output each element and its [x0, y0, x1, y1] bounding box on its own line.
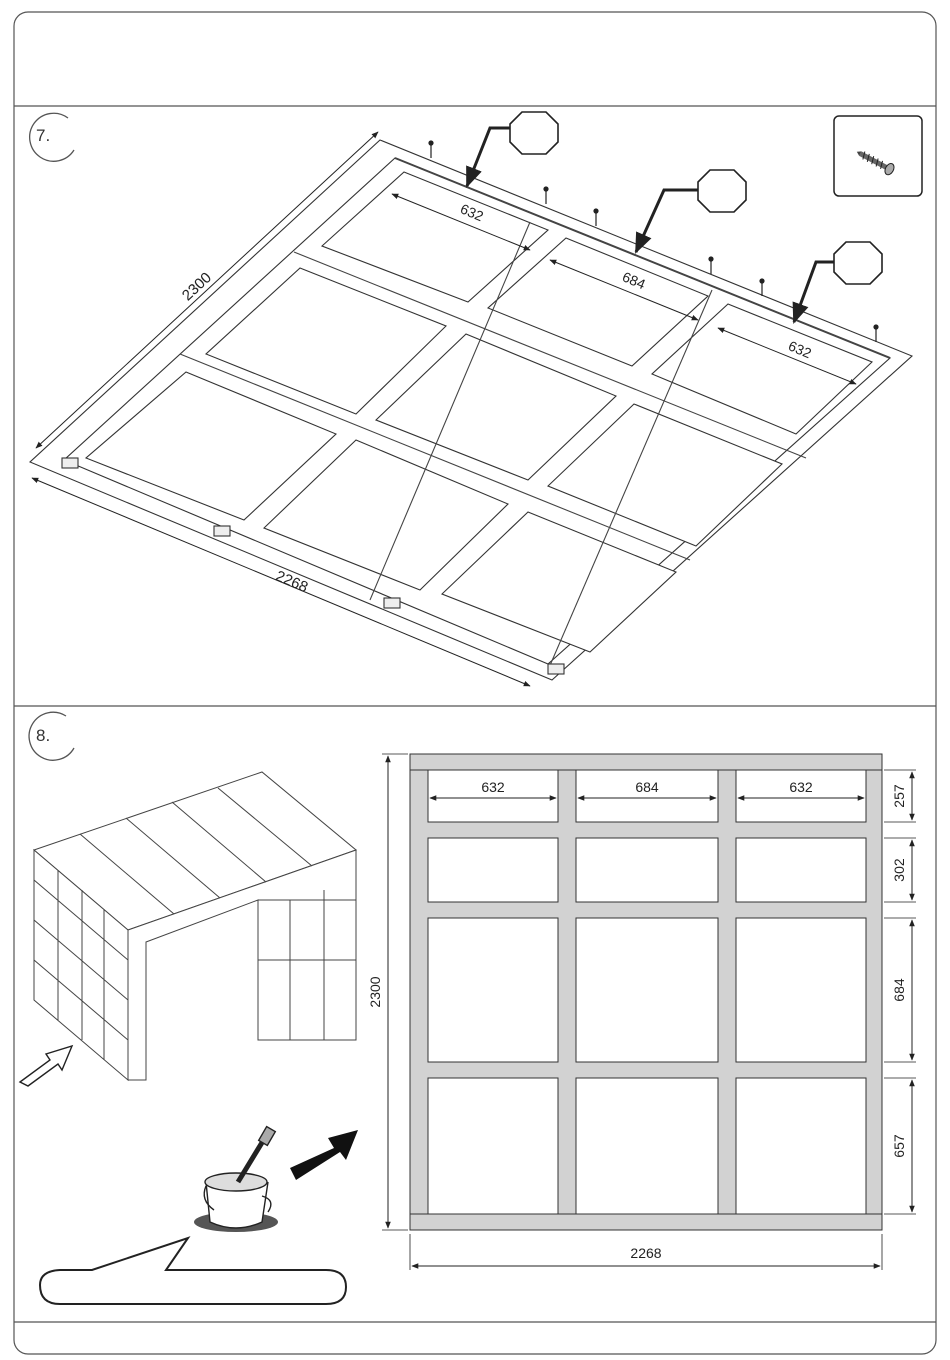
plan-dim-top-3-label: 632: [789, 779, 813, 795]
plan-dim-right-1: 257: [884, 770, 916, 822]
view-direction-arrow-icon: [20, 1046, 72, 1086]
screw-icon-box: [834, 116, 922, 196]
plan-dim-right-2: 302: [884, 838, 916, 902]
plan-dim-top-2-label: 684: [635, 779, 659, 795]
plan-dim-right-2-label: 302: [891, 858, 907, 882]
floor-plan: [410, 754, 882, 1230]
plan-dim-right-4-label: 657: [891, 1134, 907, 1158]
part-callout-2: [636, 170, 746, 252]
garage-frame-sketch: [34, 772, 356, 1080]
step-8-badge: 8.: [29, 712, 74, 760]
plan-dim-right-1-label: 257: [891, 784, 907, 808]
plan-dim-right-3-label: 684: [891, 978, 907, 1002]
paint-note-bubble: [40, 1238, 346, 1304]
direction-arrow-icon: [290, 1130, 358, 1180]
plan-dim-right-3: 684: [884, 918, 916, 1062]
plan-dim-height-label: 2300: [367, 976, 383, 1007]
plan-dim-width: 2268: [410, 1234, 882, 1270]
part-callout-3: [794, 242, 882, 322]
step-7-badge: 7.: [30, 113, 74, 161]
paint-can-icon: [194, 1127, 278, 1232]
step-8-number: 8.: [36, 726, 50, 745]
step-8-panel: 8.: [20, 712, 916, 1304]
plan-dim-width-label: 2268: [630, 1245, 661, 1261]
plan-dim-right-4: 657: [884, 1078, 916, 1214]
part-callout-1: [467, 112, 558, 186]
plan-dim-height: 2300: [367, 754, 408, 1230]
floor-frame-isometric: [30, 140, 912, 680]
plan-dim-top-1-label: 632: [481, 779, 505, 795]
step-7-number: 7.: [36, 126, 50, 145]
step-7-panel: 7.: [30, 112, 922, 686]
